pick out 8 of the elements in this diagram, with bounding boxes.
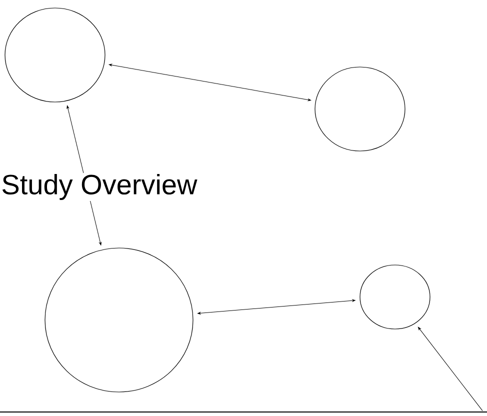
circle [4,8,106,102]
circle [44,248,194,392]
arrow [108,64,312,102]
title: Study Overview [0,172,198,202]
circle [314,66,406,152]
arrow [418,326,483,412]
circle [360,264,430,330]
arrow [197,299,356,314]
